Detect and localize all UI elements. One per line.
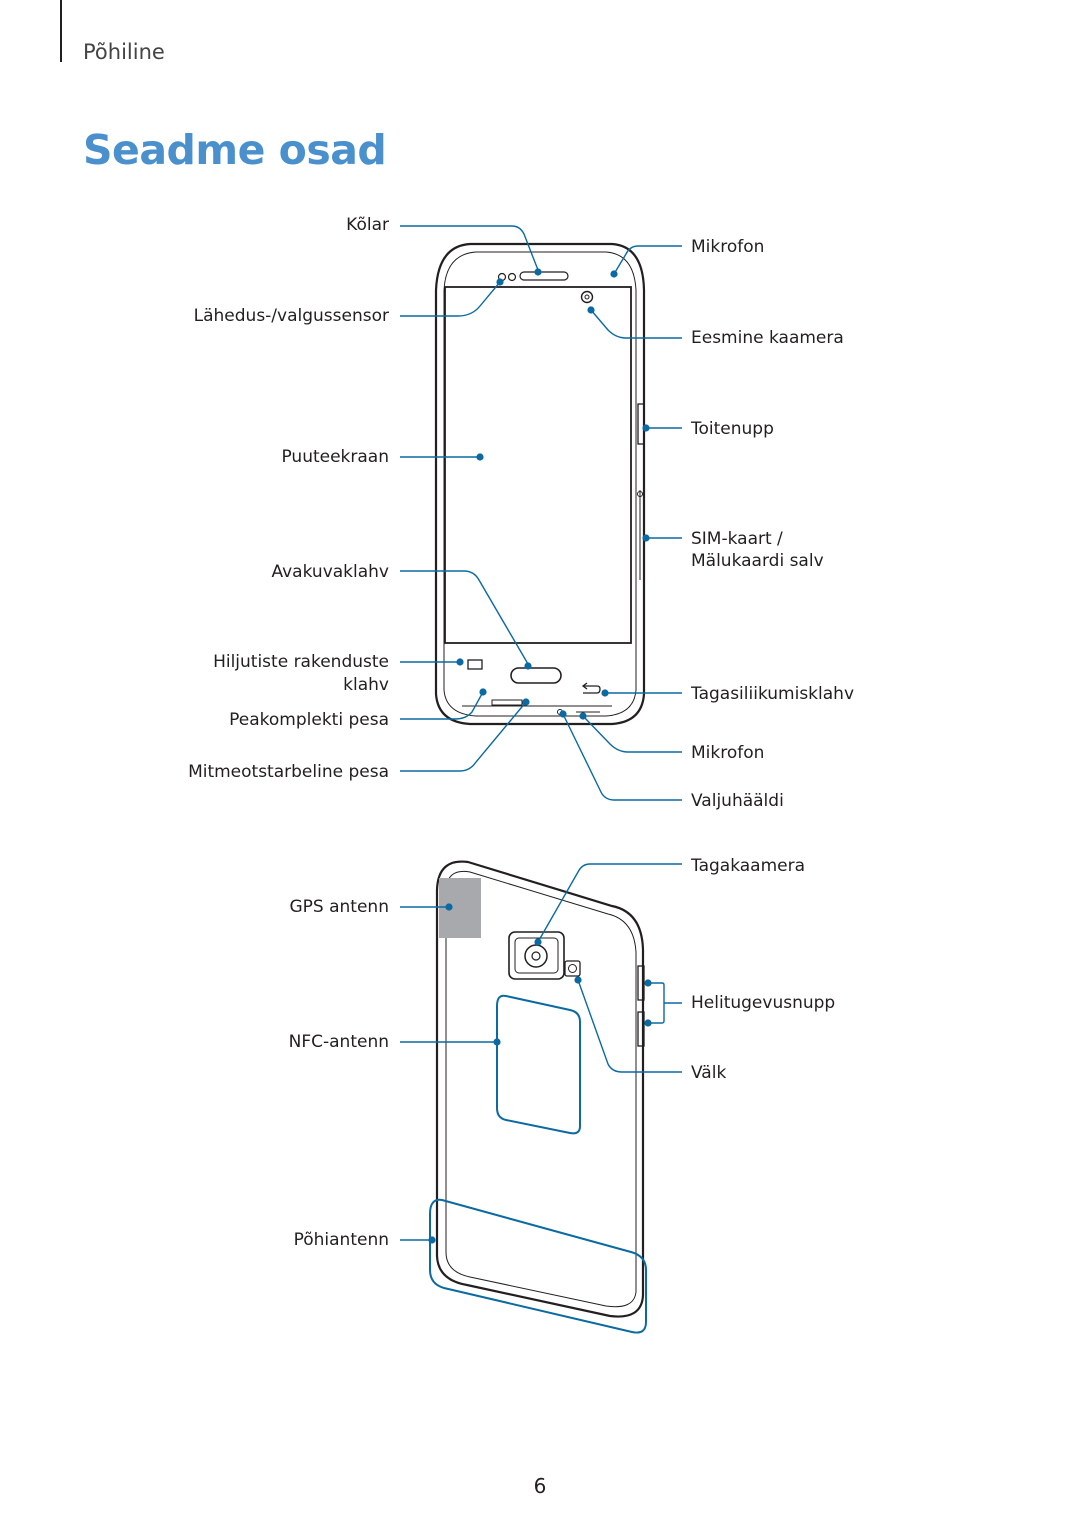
label-volume-key: Helitugevusnupp: [691, 993, 836, 1013]
label-power-key: Toitenupp: [691, 419, 774, 439]
label-microphone-bottom: Mikrofon: [691, 743, 765, 763]
label-back-key: Tagasiliikumisklahv: [691, 684, 855, 704]
label-home-key: Avakuvaklahv: [271, 562, 389, 582]
label-main-antenna: Põhiantenn: [293, 1230, 389, 1250]
label-flash: Välk: [691, 1063, 727, 1083]
label-touchscreen: Puuteekraan: [281, 447, 389, 467]
label-loudspeaker: Valjuhääldi: [691, 791, 784, 811]
main-antenna-area: [429, 1198, 647, 1334]
label-rear-camera: Tagakaamera: [691, 856, 806, 876]
label-recent-apps-key-line2: klahv: [343, 675, 389, 695]
label-sim-tray-line1: SIM-kaart /: [691, 529, 783, 549]
label-speaker: Kõlar: [346, 215, 389, 235]
label-recent-apps-key-line1: Hiljutiste rakenduste: [213, 652, 389, 672]
nfc-antenna-area: [496, 994, 581, 1135]
label-microphone-top: Mikrofon: [691, 237, 765, 257]
label-multipurpose-jack: Mitmeotstarbeline pesa: [188, 762, 389, 782]
label-nfc-antenna: NFC-antenn: [288, 1032, 389, 1052]
header-rule: [60, 0, 62, 62]
label-proximity-light-sensor: Lähedus-/valgussensor: [193, 306, 389, 326]
label-headset-jack: Peakomplekti pesa: [229, 710, 389, 730]
callout-lines: [400, 225, 682, 1241]
label-sim-tray-line2: Mälukaardi salv: [691, 551, 824, 571]
label-gps-antenna: GPS antenn: [289, 897, 390, 917]
label-front-camera: Eesmine kaamera: [691, 328, 844, 348]
page-title: Seadme osad: [83, 126, 387, 174]
page-number: 6: [533, 1474, 547, 1498]
gps-antenna-area: [439, 878, 481, 938]
callout-dots: [428, 268, 652, 1244]
section-label: Põhiline: [83, 40, 165, 64]
front-phone: [434, 242, 646, 726]
